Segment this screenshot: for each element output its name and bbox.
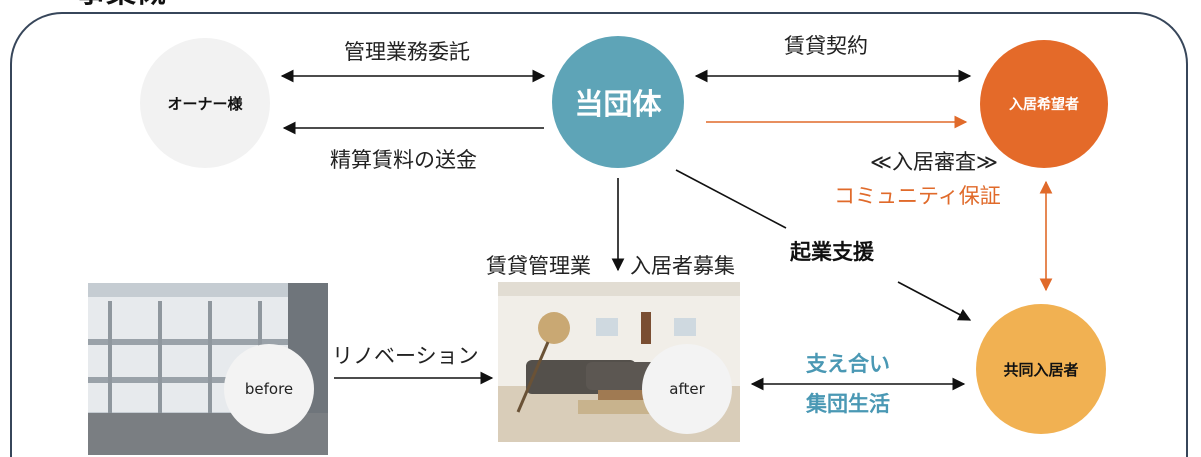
before-badge: before	[224, 344, 314, 434]
heading-fragment: 事業概	[76, 0, 166, 8]
resident-node: 共同入居者	[976, 304, 1106, 434]
before-label: before	[244, 380, 294, 398]
label-community-guarantee: コミュニティ保証	[834, 184, 1001, 208]
arrow-org-startup	[675, 169, 787, 229]
label-mutual-support-2: 集団生活	[806, 392, 890, 416]
owner-node: オーナー様	[140, 38, 270, 168]
diagram-frame	[10, 12, 1188, 457]
resident-label: 共同入居者	[1003, 360, 1079, 379]
label-rent-remittance: 精算賃料の送金	[330, 148, 477, 172]
label-rental-management: 賃貸管理業	[486, 254, 591, 278]
label-renovation: リノベーション	[332, 344, 479, 368]
after-photo: after	[498, 282, 740, 442]
after-label: after	[669, 380, 705, 398]
label-screening: ≪入居審査≫	[870, 150, 998, 174]
label-mutual-support-1: 支え合い	[806, 352, 890, 376]
before-photo: before	[88, 283, 328, 455]
owner-label: オーナー様	[167, 94, 243, 113]
label-recruitment: 入居者募集	[630, 254, 735, 278]
label-rental-contract: 賃貸契約	[784, 34, 868, 58]
organization-label: 当団体	[574, 87, 662, 121]
after-badge: after	[642, 344, 732, 434]
organization-node: 当団体	[552, 36, 684, 168]
arrow-startup-resident	[897, 281, 972, 321]
applicant-label: 入居希望者	[1009, 97, 1079, 113]
label-startup-support: 起業支援	[790, 240, 874, 264]
label-management-consignment: 管理業務委託	[344, 40, 470, 64]
applicant-node: 入居希望者	[980, 40, 1108, 168]
